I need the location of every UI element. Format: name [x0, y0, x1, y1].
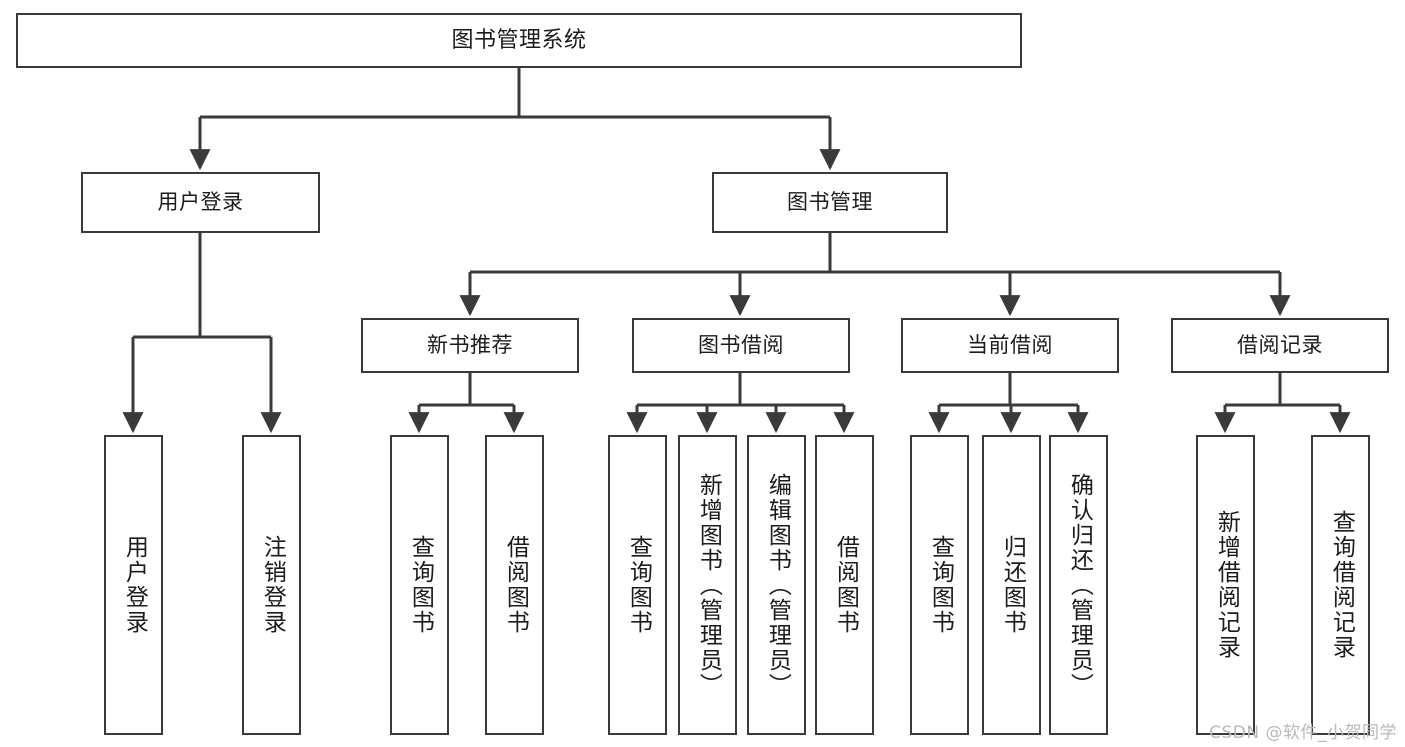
node-label: 查询借阅记录 [1328, 510, 1355, 660]
node-label: 用户登录 [157, 190, 244, 215]
node-label: 图书借阅 [698, 333, 784, 358]
node-book-management-system[interactable]: 图书管理系统 [16, 13, 1022, 68]
leaf-edit-book-admin[interactable]: 编辑图书（管理员） [747, 435, 806, 735]
node-user-login[interactable]: 用户登录 [81, 172, 320, 233]
leaf-query-borrow-record[interactable]: 查询借阅记录 [1311, 435, 1370, 735]
node-label: 借阅图书 [502, 535, 529, 635]
node-new-book-recommendation[interactable]: 新书推荐 [361, 318, 579, 373]
leaf-borrow-book-newbook[interactable]: 借阅图书 [485, 435, 544, 735]
node-label: 新书推荐 [427, 333, 513, 358]
csdn-watermark: CSDN @软件_小贺同学 [1209, 723, 1397, 743]
node-label: 确认归还（管理员） [1066, 472, 1093, 698]
node-label: 查询图书 [625, 535, 652, 635]
node-label: 图书管理 [787, 190, 873, 215]
leaf-query-book-current[interactable]: 查询图书 [910, 435, 969, 735]
node-label: 新增图书（管理员） [695, 472, 722, 698]
node-label: 注销登录 [259, 535, 286, 635]
node-label: 新增借阅记录 [1213, 510, 1240, 660]
node-label: 归还图书 [999, 535, 1026, 635]
leaf-borrow-book[interactable]: 借阅图书 [815, 435, 874, 735]
leaf-return-book[interactable]: 归还图书 [982, 435, 1041, 735]
node-label: 图书管理系统 [451, 27, 587, 53]
node-label: 查询图书 [407, 535, 434, 635]
leaf-query-book-newbook[interactable]: 查询图书 [390, 435, 449, 735]
leaf-logout[interactable]: 注销登录 [242, 435, 301, 735]
leaf-user-login[interactable]: 用户登录 [104, 435, 163, 735]
node-book-borrow[interactable]: 图书借阅 [632, 318, 850, 373]
node-label: 当前借阅 [967, 333, 1053, 358]
node-book-management[interactable]: 图书管理 [712, 172, 948, 233]
leaf-confirm-return-admin[interactable]: 确认归还（管理员） [1049, 435, 1108, 735]
node-current-borrow[interactable]: 当前借阅 [901, 318, 1119, 373]
node-label: 查询图书 [927, 535, 954, 635]
node-label: 借阅记录 [1237, 333, 1323, 358]
leaf-add-borrow-record[interactable]: 新增借阅记录 [1196, 435, 1255, 735]
node-label: 编辑图书（管理员） [764, 472, 791, 698]
node-label: 借阅图书 [832, 535, 859, 635]
leaf-add-book-admin[interactable]: 新增图书（管理员） [678, 435, 737, 735]
node-borrow-record[interactable]: 借阅记录 [1171, 318, 1389, 373]
leaf-query-book-borrow[interactable]: 查询图书 [608, 435, 667, 735]
node-label: 用户登录 [121, 535, 148, 635]
